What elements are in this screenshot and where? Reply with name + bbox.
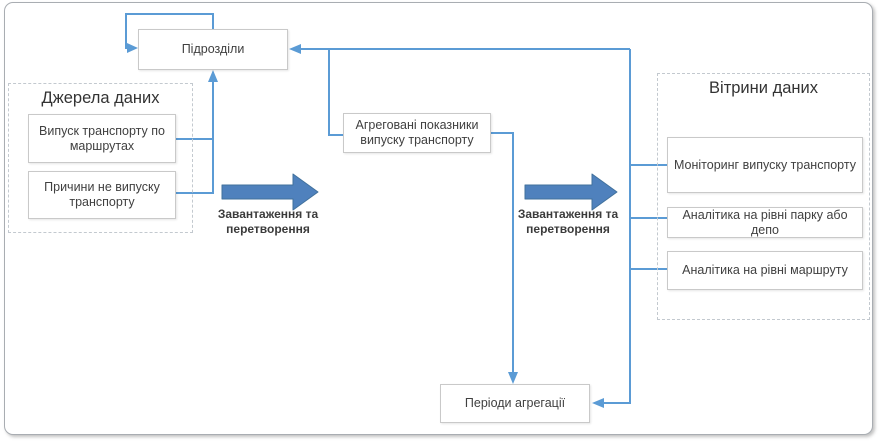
arrowhead-into-pidrozdily-bottom: [208, 70, 218, 82]
group-data-marts-title: Вітрини даних: [709, 79, 818, 97]
node-mart-park-depot-analytics: Аналітика на рівні парку або депо: [667, 207, 863, 238]
connector-aggregated-to-pidrozdily: [328, 49, 343, 136]
node-source-transport-release: Випуск транспорту по маршрутах: [28, 114, 176, 163]
group-data-sources: Джерела даних: [8, 83, 193, 233]
etl-arrow-2-label: Завантаження та перетворення: [517, 207, 619, 236]
node-mart-route-analytics: Аналітика на рівні маршруту: [667, 251, 863, 290]
arrowhead-into-pidrozdily-left: [127, 43, 138, 53]
connector-spine: [603, 49, 631, 404]
node-mart-monitoring: Моніторинг випуску транспорту: [667, 137, 863, 193]
connector-aggregated-to-periods: [491, 132, 514, 373]
group-data-marts: Вітрини даних: [657, 73, 870, 320]
node-subdivisions: Підрозділи: [138, 29, 288, 70]
node-aggregation-periods: Періоди агрегації: [440, 384, 590, 423]
group-data-sources-title: Джерела даних: [41, 89, 160, 107]
arrowhead-into-periods-top: [508, 372, 518, 384]
etl-arrow-1: [221, 173, 319, 211]
node-source-non-release-reasons: Причини не випуску транспорту: [28, 171, 176, 219]
arrowhead-into-pidrozdily-right: [289, 44, 301, 54]
etl-arrow-2: [524, 173, 618, 211]
etl-arrow-1-label: Завантаження та перетворення: [217, 207, 319, 236]
arrowhead-into-periods-right: [592, 398, 604, 408]
node-aggregated-indicators: Агреговані показники випуску транспорту: [343, 113, 491, 153]
